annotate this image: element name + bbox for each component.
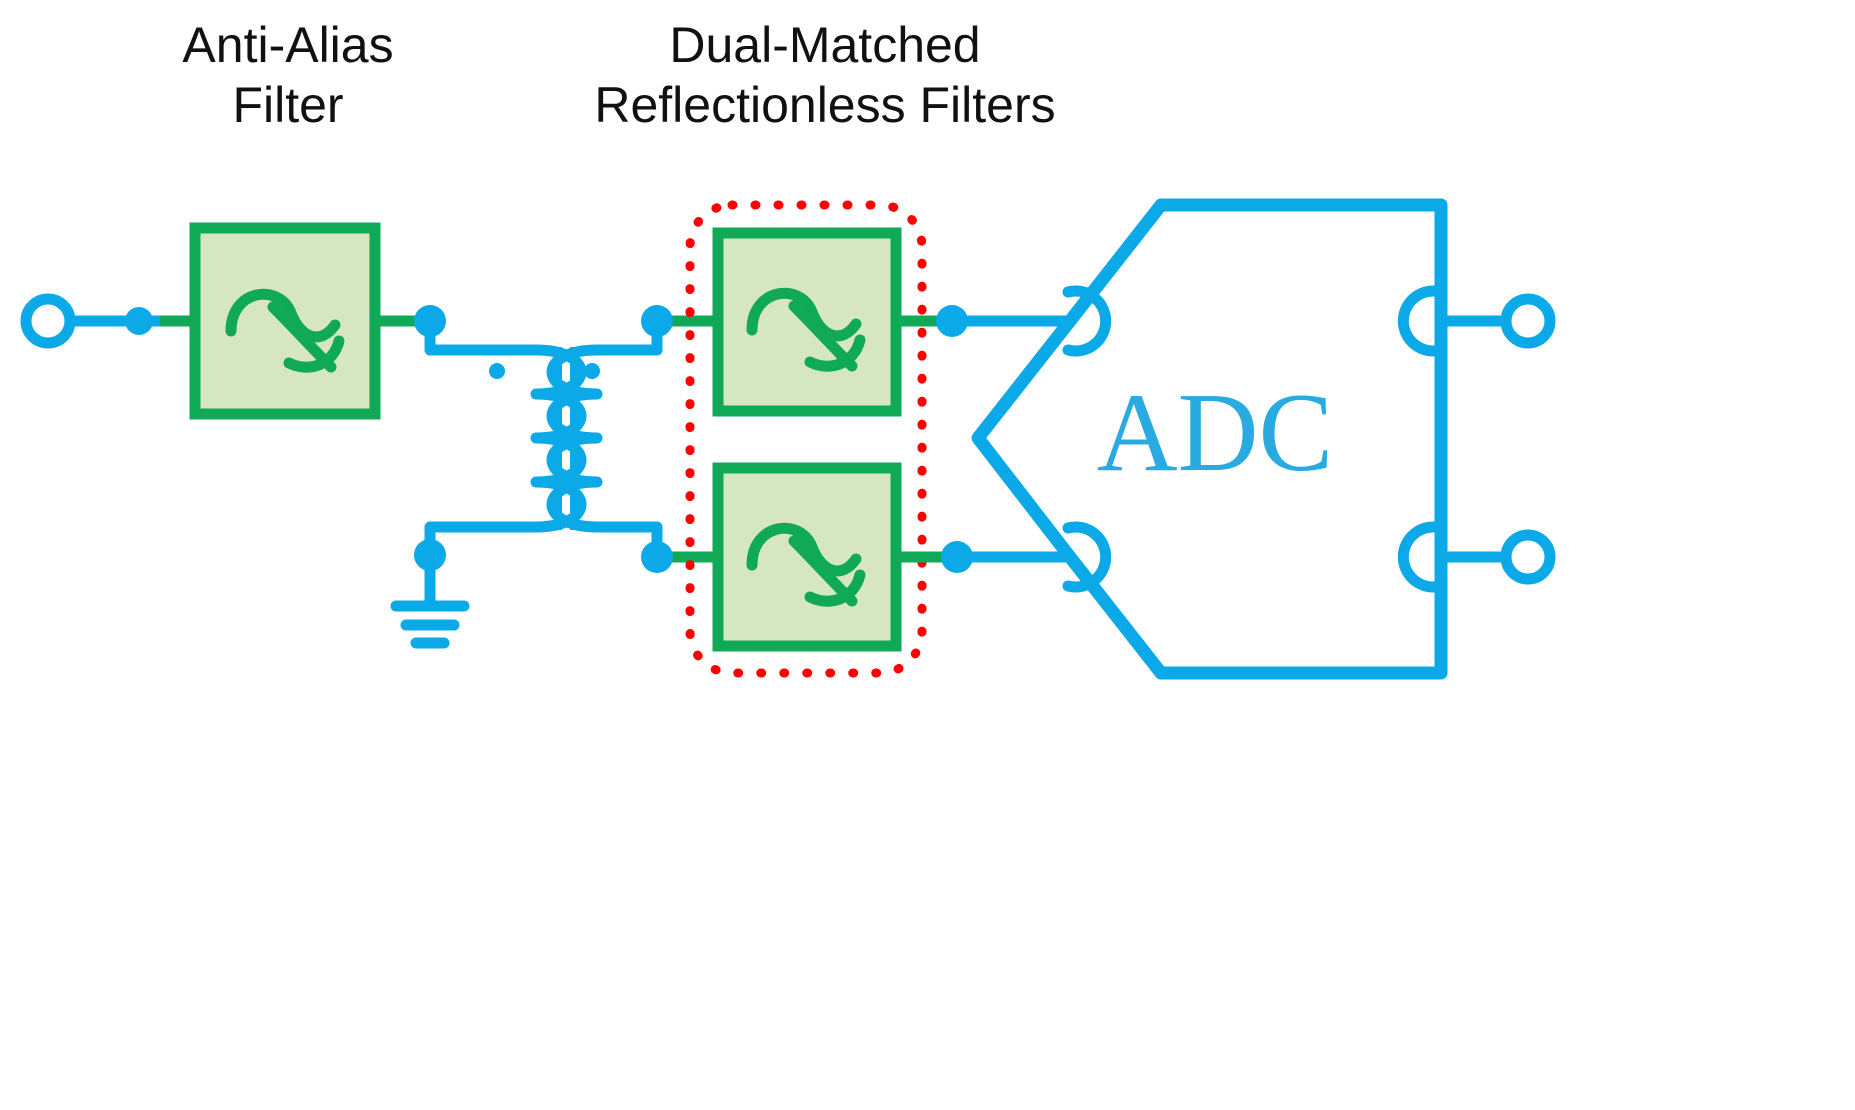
aaf-output-wiring xyxy=(373,305,542,602)
dual-matched-label-line2: Reflectionless Filters xyxy=(594,77,1055,133)
wire-hop-top xyxy=(1062,285,1112,357)
wire-hop-bottom xyxy=(1062,521,1112,593)
anti-alias-label-line1: Anti-Alias xyxy=(182,17,393,73)
input-wiring xyxy=(20,293,200,349)
transformer-polarity-dot-secondary xyxy=(584,363,600,379)
wire-hop-output-top xyxy=(1397,285,1447,357)
anti-alias-label-line2: Filter xyxy=(232,77,343,133)
top-filter-input-node xyxy=(641,305,673,337)
output-port-top[interactable] xyxy=(1500,293,1556,349)
secondary-output-wiring xyxy=(591,305,722,573)
dual-matched-label-line1: Dual-Matched xyxy=(669,17,980,73)
input-port[interactable] xyxy=(20,293,76,349)
input-junction-dot xyxy=(125,307,153,335)
anti-alias-filter-block[interactable] xyxy=(189,222,381,420)
adc-output-wiring xyxy=(1397,285,1556,593)
adc-outline[interactable] xyxy=(971,198,1448,680)
bottom-filter-input-node xyxy=(641,541,673,573)
labels: Anti-Alias Filter Dual-Matched Reflectio… xyxy=(182,17,1055,133)
adc-block[interactable]: ADC xyxy=(971,198,1448,680)
ground-symbol xyxy=(390,600,470,649)
adc-input-wiring xyxy=(894,285,1112,593)
reflectionless-filter-top-block[interactable] xyxy=(712,227,902,417)
transformer-polarity-dot-primary xyxy=(489,363,505,379)
output-port-bottom[interactable] xyxy=(1500,529,1556,585)
dual-matched-highlight-box xyxy=(685,200,927,678)
adc-label: ADC xyxy=(1097,371,1333,495)
wire-hop-output-bottom xyxy=(1397,521,1447,593)
balun-transformer[interactable] xyxy=(489,344,603,533)
reflectionless-filter-bottom-block[interactable] xyxy=(712,462,902,652)
